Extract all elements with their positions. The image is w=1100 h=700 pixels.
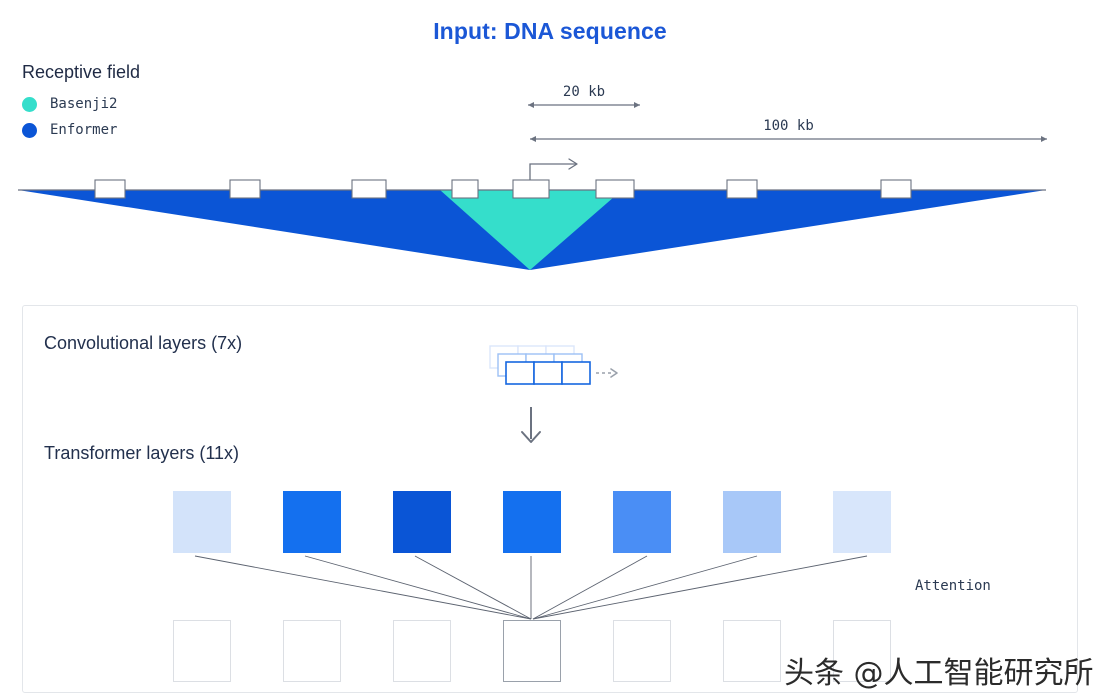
output-token-square-7 [833,620,891,682]
attention-weight-square-2 [283,491,341,553]
down-arrow-icon [521,407,541,443]
legend-item-label-enformer: Enformer [50,122,118,138]
output-token-square-2 [283,620,341,682]
output-token-square-3 [393,620,451,682]
transformer-layers-label: Transformer layers (11x) [44,443,240,463]
legend-heading: Receptive field [22,62,141,82]
watermark: 头条 @人工智能研究所 [784,656,1094,691]
sequence-track-figure [18,102,1047,270]
scale-bar-20kb [528,102,640,108]
output-token-square-4-focus [503,620,561,682]
attention-weight-square-4 [503,491,561,553]
gene-box [94,179,126,199]
attention-label: Attention [915,578,991,594]
attention-weight-square-7 [833,491,891,553]
receptive-field-basenji2 [440,190,622,270]
circle-icon-basenji2 [22,96,37,112]
circle-icon-enformer [22,122,37,138]
transcription-start-site-arrow-icon [529,158,578,180]
attention-weight-square-1 [173,491,231,553]
gene-box [595,179,635,199]
output-token-square-1 [173,620,231,682]
scale-bar-100kb [530,136,1047,142]
gene-box-tss [512,179,550,199]
attention-weight-square-5 [613,491,671,553]
output-token-square-6 [723,620,781,682]
receptive-field-legend: Receptive field Basenji2 Enformer [22,62,282,143]
attention-weight-square-3 [393,491,451,553]
dashed-right-arrow-icon [596,368,618,378]
page-title: Input: DNA sequence [433,18,667,44]
scale-caption-20kb: 20 kb [562,84,606,100]
legend-item-label-basenji2: Basenji2 [50,96,118,112]
gene-box [880,179,912,199]
gene-box [351,179,387,199]
conv-filter-stack-icon [489,345,618,385]
legend-item-enformer: Enformer [22,117,282,143]
gene-box [726,179,758,199]
gene-box-group [94,179,912,199]
gene-box [451,179,479,199]
convolutional-layers-label: Convolutional layers (7x) [44,333,243,353]
gene-box [229,179,261,199]
output-token-square-5 [613,620,671,682]
scale-caption-100kb: 100 kb [763,118,814,134]
legend-item-basenji2: Basenji2 [22,91,282,117]
attention-weight-square-6 [723,491,781,553]
